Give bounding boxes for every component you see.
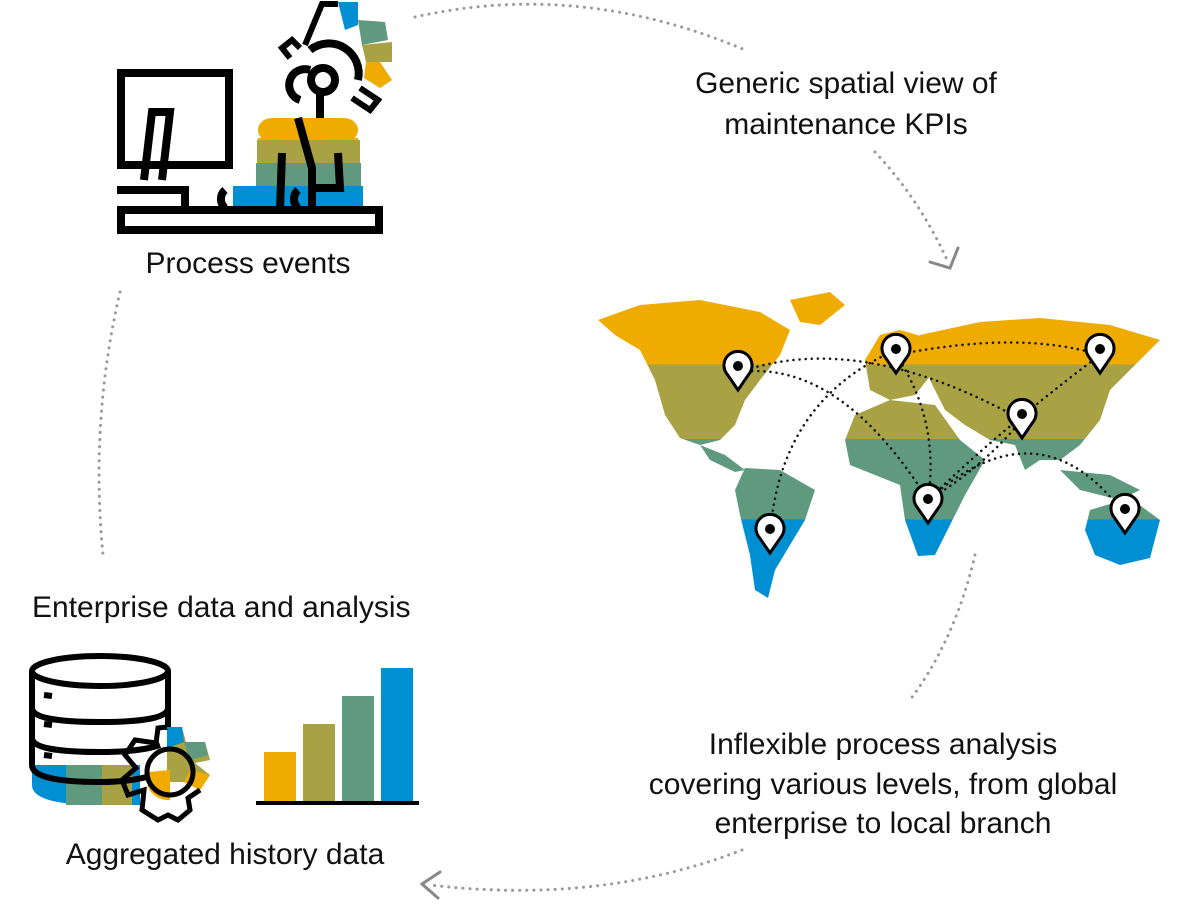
inflexible-label-line2: covering various levels, from global — [649, 768, 1118, 801]
greenland — [790, 292, 845, 325]
world-map-icon — [598, 292, 1160, 598]
chart-baseline — [256, 801, 419, 805]
location-pin-icon — [1109, 492, 1141, 536]
location-pin-icon — [754, 512, 786, 556]
arc-bottom — [428, 848, 744, 892]
person-at-computer-icon — [117, 1, 392, 234]
inflexible-label-line1: Inflexible process analysis — [709, 728, 1058, 761]
location-pin-icon — [1006, 397, 1038, 441]
process-events-label: Process events — [145, 247, 350, 280]
database-icon — [29, 653, 171, 805]
spatial-view-label-line1: Generic spatial view of — [695, 67, 997, 100]
bar-3 — [342, 696, 374, 802]
central-america — [700, 445, 745, 472]
location-pin-icon — [912, 482, 944, 526]
africa — [845, 400, 985, 556]
arc-top — [413, 2, 747, 52]
enterprise-data-label: Enterprise data and analysis — [32, 591, 411, 624]
arrow-icon — [419, 870, 442, 900]
arc-to-map — [873, 150, 950, 264]
location-pins — [722, 332, 1141, 556]
spatial-view-label-line2: maintenance KPIs — [724, 108, 967, 141]
location-pin-icon — [722, 349, 754, 393]
inflexible-label-line3: enterprise to local branch — [715, 807, 1052, 840]
cycle-arrows — [97, 2, 977, 900]
bar-4 — [381, 668, 413, 802]
gear-icon — [119, 724, 210, 823]
north-america — [598, 300, 790, 445]
indonesia — [1060, 470, 1140, 500]
bar-2 — [303, 724, 335, 802]
location-pin-icon — [1084, 332, 1116, 376]
aggregated-history-label: Aggregated history data — [66, 838, 385, 871]
arrow-icon — [928, 246, 960, 270]
arc-left — [97, 290, 122, 557]
arc-right — [908, 553, 977, 702]
bar-chart-icon — [256, 668, 419, 805]
bar-1 — [264, 752, 296, 802]
location-pin-icon — [880, 332, 912, 376]
